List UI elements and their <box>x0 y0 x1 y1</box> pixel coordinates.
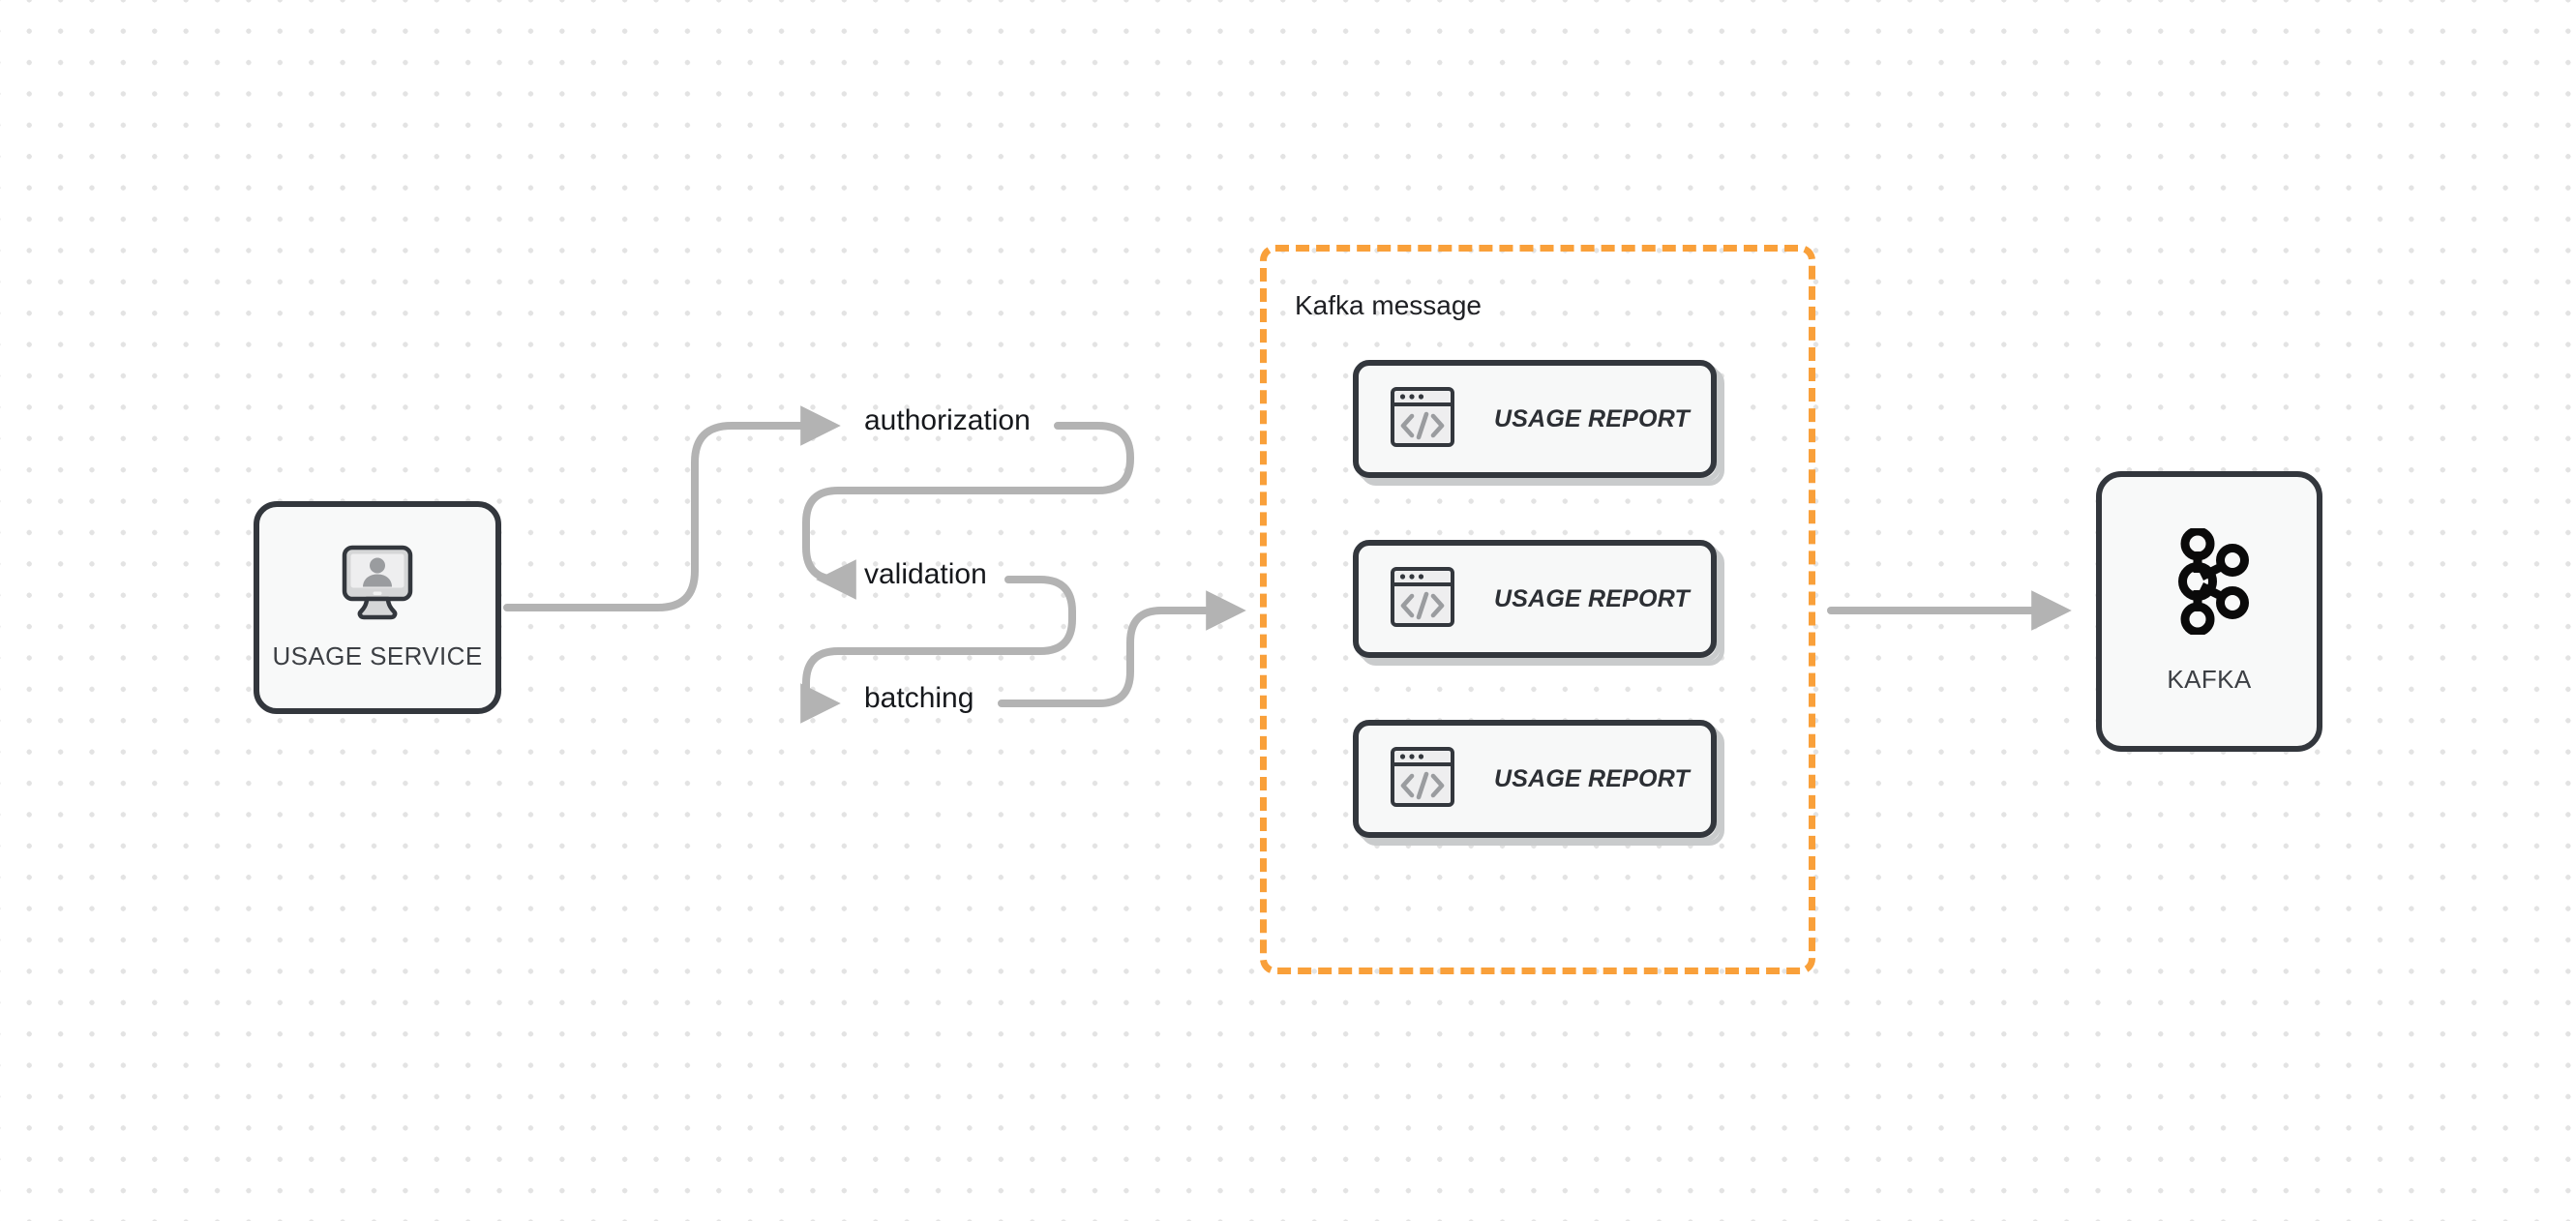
usage-report-label: USAGE REPORT <box>1494 584 1690 612</box>
code-window-icon <box>1390 384 1455 455</box>
usage-report-label: USAGE REPORT <box>1494 764 1690 792</box>
card-front[interactable]: USAGE REPORT <box>1353 360 1717 478</box>
connector-authorization-to-validation <box>802 422 1134 600</box>
usage-report-label: USAGE REPORT <box>1494 404 1690 432</box>
step-label-validation: validation <box>864 558 987 590</box>
usage-report-card[interactable]: USAGE REPORT <box>1353 720 1724 846</box>
node-usage-service[interactable]: USAGE SERVICE <box>254 501 501 714</box>
node-kafka-label: KAFKA <box>2167 665 2252 694</box>
connector-batching-to-kafka-message <box>998 590 1246 707</box>
kafka-logo-icon <box>2165 526 2254 640</box>
card-front[interactable]: USAGE REPORT <box>1353 540 1717 658</box>
card-front[interactable]: USAGE REPORT <box>1353 720 1717 838</box>
code-window-icon <box>1390 564 1455 635</box>
usage-report-card[interactable]: USAGE REPORT <box>1353 360 1724 486</box>
code-window-icon <box>1390 744 1455 815</box>
usage-report-card[interactable]: USAGE REPORT <box>1353 540 1724 666</box>
step-label-batching: batching <box>864 682 974 714</box>
node-kafka[interactable]: KAFKA <box>2096 471 2322 752</box>
monitor-user-icon <box>336 544 419 626</box>
step-label-authorization: authorization <box>864 404 1031 436</box>
node-usage-service-label: USAGE SERVICE <box>272 641 483 670</box>
kafka-message-title: Kafka message <box>1295 290 1482 320</box>
kafka-message-group <box>1260 245 1815 974</box>
connector-usage-service-to-authorization <box>503 405 841 611</box>
